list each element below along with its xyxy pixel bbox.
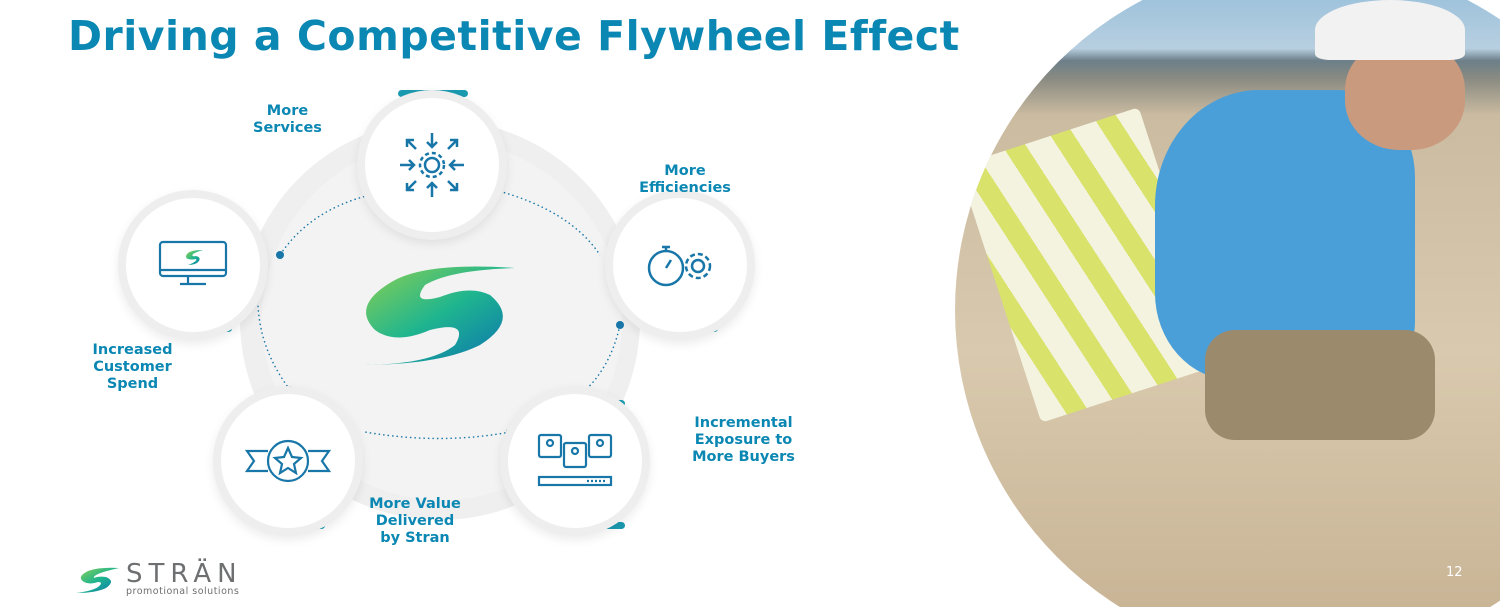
label-increased-spend: Increased Customer Spend [92, 342, 173, 392]
star-badge-icon [244, 439, 332, 483]
label-incremental-exposure: Incremental Exposure to More Buyers [692, 415, 795, 465]
stopwatch-gear-icon [647, 245, 712, 287]
gear-arrows-icon [400, 133, 464, 197]
label-more-services: More Services [253, 103, 322, 136]
node-more-efficiencies [605, 190, 755, 340]
node-more-services [357, 90, 507, 240]
node-increased-spend [118, 190, 268, 340]
stran-s-logo [360, 266, 515, 365]
monitor-logo-icon [158, 240, 228, 286]
person-shorts [1205, 330, 1435, 440]
node-more-value [213, 386, 363, 536]
brand-name: STRÄN [126, 559, 243, 589]
label-more-efficiencies: More Efficiencies [639, 163, 731, 196]
node-incremental-exposure [500, 386, 650, 536]
slide-title: Driving a Competitive Flywheel Effect [68, 12, 960, 60]
beach-photo [955, 0, 1500, 607]
label-more-value: More Value Delivered by Stran [369, 496, 461, 546]
person-hat [1315, 0, 1465, 60]
stran-logo: STRÄN promotional solutions [74, 559, 243, 597]
brand-tagline: promotional solutions [126, 586, 240, 597]
buyers-network-icon [537, 433, 613, 487]
stran-logo-mark [76, 567, 119, 593]
page-number: 12 [1446, 565, 1463, 580]
